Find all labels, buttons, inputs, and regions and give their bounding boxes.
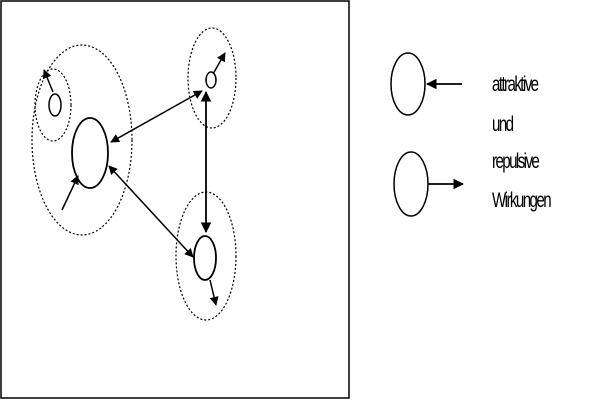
legend-label-effects: Wirkungen: [492, 189, 552, 212]
diagram-frame: [0, 0, 350, 399]
body-left-small: [48, 93, 62, 117]
legend-attractive: [390, 52, 462, 116]
arrow-left-bottom-double: [108, 165, 194, 258]
body-left-large: [71, 117, 109, 189]
arrow-left-large-in: [61, 175, 79, 211]
legend-attractive-circle: [390, 52, 426, 116]
arrow-left-small-up: [42, 69, 54, 93]
legend-label-repulsive: repulsive: [492, 150, 540, 173]
body-bottom: [193, 235, 217, 281]
legend-repulsive: [393, 151, 465, 217]
cluster-left: [31, 44, 133, 236]
body-top: [205, 71, 217, 89]
arrow-bottom-out: [209, 279, 219, 306]
field-left-small: [34, 68, 72, 142]
arrow-top-out: [212, 52, 226, 75]
legend-label-attractive: attraktive: [492, 73, 539, 96]
cluster-top: [187, 27, 237, 129]
arrow-left-top-double: [110, 90, 203, 143]
legend-label-and: und: [492, 113, 514, 136]
field-left-large: [31, 44, 133, 236]
legend-repulsive-circle: [393, 151, 429, 217]
field-top: [187, 27, 237, 129]
